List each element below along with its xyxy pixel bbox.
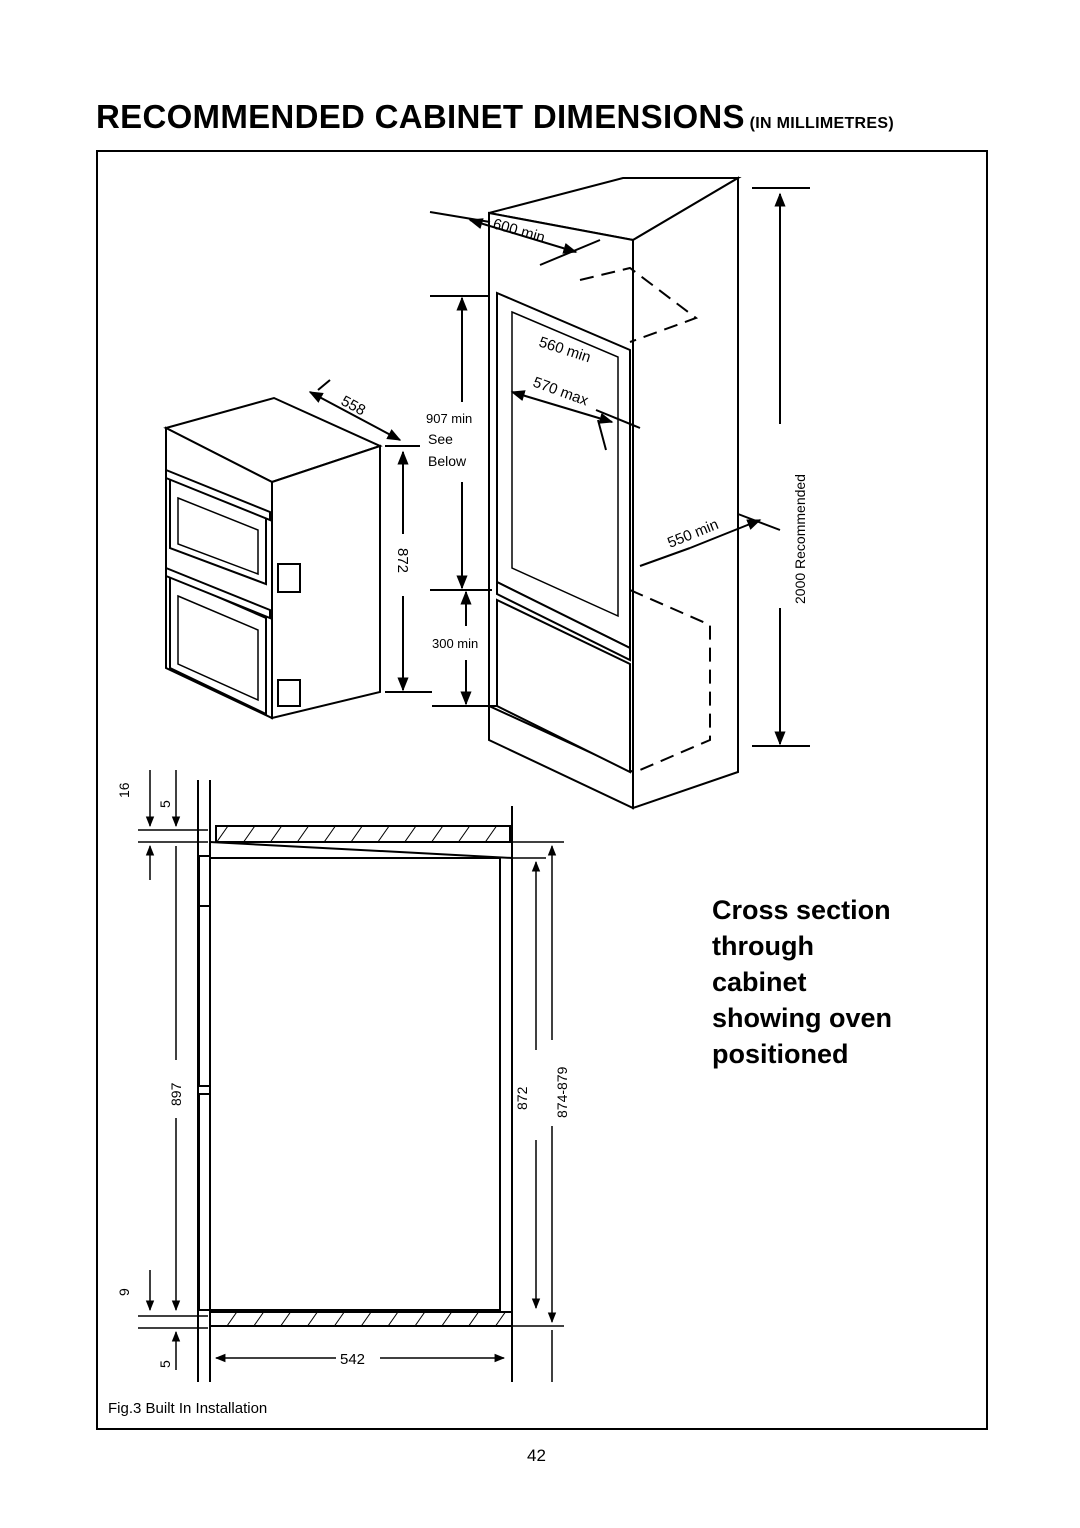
lower-shelf [496, 580, 631, 662]
oven-unit [163, 396, 383, 720]
dim-570 [510, 390, 614, 424]
bottom-shelf [209, 1311, 513, 1327]
dim-558 [308, 379, 402, 441]
title-main: RECOMMENDED CABINET DIMENSIONS [96, 98, 745, 135]
label-2000-recommended: 2000 Recommended [792, 474, 808, 604]
cross-section [197, 780, 513, 1382]
figure-frame [96, 150, 988, 1430]
dim-872-iso [385, 445, 432, 693]
dim-300 [432, 590, 498, 707]
oven-fascia-top [198, 855, 211, 907]
label-558: 558 [338, 393, 368, 420]
label-542: 542 [340, 1351, 365, 1368]
oven-fascia-mid [198, 905, 211, 1087]
upper-door-window [177, 496, 259, 576]
opening-inner [511, 310, 619, 618]
cabinet-side-panel [632, 176, 739, 810]
label-874-879: 874-879 [554, 1066, 570, 1118]
label-872-cs: 872 [514, 1086, 530, 1110]
label-below: Below [428, 453, 467, 469]
caption-line: showing oven [712, 1003, 893, 1033]
upper-handle [165, 468, 271, 522]
dim-2000 [752, 187, 810, 747]
dim-600 [429, 211, 601, 266]
oven-vent-upper [277, 563, 301, 593]
label-5-bottom: 5 [157, 1360, 173, 1368]
caption-line: through [712, 931, 814, 961]
dashed-upper-shelf [579, 266, 699, 343]
cs-dims-left [138, 770, 208, 1370]
oven-vent-lower [277, 679, 301, 707]
label-see: See [428, 431, 453, 447]
label-9: 9 [116, 1288, 132, 1296]
tall-cabinet [488, 176, 742, 810]
dim-907 [430, 295, 492, 591]
label-300-min: 300 min [432, 636, 478, 651]
page-number: 42 [527, 1446, 546, 1465]
oven-fascia-low [198, 1093, 211, 1311]
dim-550 [595, 409, 781, 567]
label-5-top: 5 [157, 800, 173, 808]
caption-line: positioned [712, 1039, 849, 1069]
oven-section [209, 857, 501, 1311]
figure-caption: Fig.3 Built In Installation [108, 1400, 268, 1417]
page-title: RECOMMENDED CABINET DIMENSIONS (IN MILLI… [96, 98, 894, 136]
cross-section-caption: Cross section through cabinet showing ov… [712, 892, 892, 1072]
label-16: 16 [116, 782, 132, 798]
label-872-iso: 872 [394, 548, 411, 573]
cs-dims-right [512, 841, 564, 1382]
lower-door-window [177, 594, 259, 702]
dashed-lower-box [629, 589, 711, 771]
caption-line: Cross section [712, 895, 891, 925]
label-907-min: 907 min [426, 411, 472, 426]
label-897: 897 [168, 1082, 184, 1106]
lower-handle [165, 566, 271, 620]
top-shelf [215, 825, 511, 843]
caption-line: cabinet [712, 967, 807, 997]
drawer-front [496, 598, 631, 774]
title-sub: (IN MILLIMETRES) [749, 115, 894, 132]
